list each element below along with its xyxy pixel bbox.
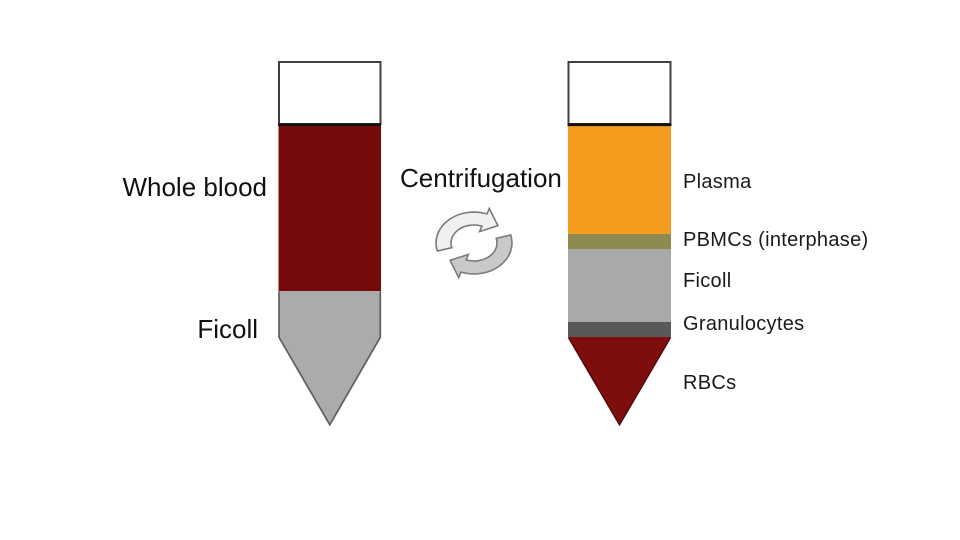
whole-blood-label: Whole blood [122, 172, 267, 202]
rbc-layer [568, 337, 671, 426]
tube-after-cap [567, 61, 672, 125]
pbmc-interphase-layer [568, 234, 671, 249]
rbcs-label: RBCs [683, 372, 737, 394]
tube-before [278, 61, 382, 427]
tube-before-cone-outline [278, 291, 382, 427]
ficoll-layer-after [568, 249, 671, 322]
ficoll-after-label: Ficoll [683, 270, 732, 292]
rotation-arrows-icon [435, 206, 513, 280]
whole-blood-layer [278, 125, 381, 291]
pbmc-interphase-label: PBMCs (interphase) [683, 229, 869, 251]
granulocytes-layer [568, 322, 671, 337]
centrifugation-label: Centrifugation [400, 163, 562, 193]
plasma-layer [568, 126, 671, 234]
ficoll-before-label: Ficoll [197, 314, 258, 344]
rbc-cone-outline [567, 337, 672, 427]
granulocytes-label: Granulocytes [683, 313, 805, 335]
tube-before-cap [278, 61, 382, 125]
tube-after [567, 61, 672, 427]
ficoll-layer-before [278, 291, 381, 426]
plasma-label: Plasma [683, 171, 752, 193]
rotation-arrow-bottom [448, 234, 513, 280]
rotation-arrow-top [435, 206, 500, 252]
